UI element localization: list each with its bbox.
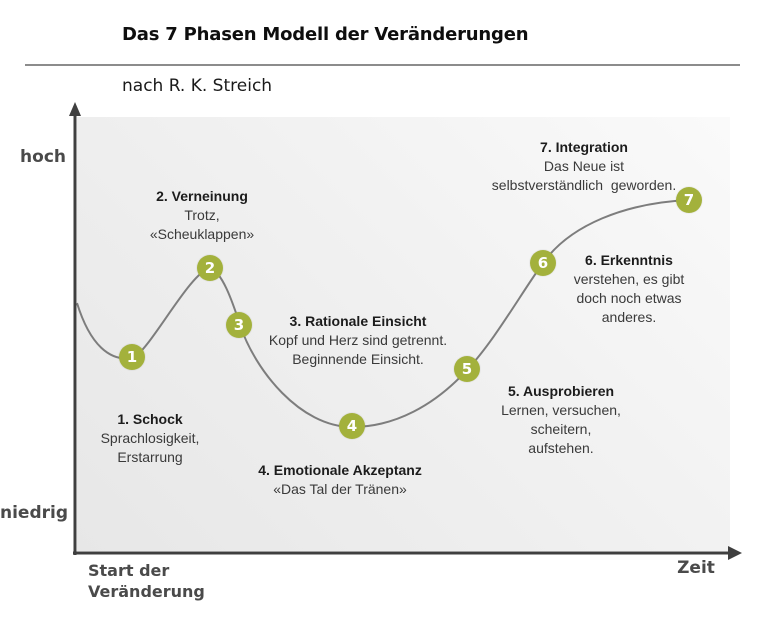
phase-5-title: 5. Ausprobieren: [507, 383, 615, 399]
phase-1-desc-line-2: Erstarrung: [117, 449, 183, 465]
x-axis-label-start: Start der Veränderung: [88, 560, 205, 602]
phase-1-marker: 1: [119, 344, 145, 370]
page-title: Das 7 Phasen Modell der Veränderungen: [122, 24, 529, 45]
phase-7-desc-line-2: selbstverständlich geworden.: [491, 177, 677, 193]
phase-1-desc-line-1: Sprachlosigkeit,: [100, 430, 200, 446]
phase-4-label: 4. Emotionale Akzeptanz «Das Tal der Trän…: [230, 461, 450, 499]
subtitle: nach R. K. Streich: [122, 76, 273, 96]
y-axis-label-high: hoch: [20, 147, 66, 167]
phase-7-title: 7. Integration: [540, 139, 628, 155]
phase-1-title: 1. Schock: [117, 411, 183, 427]
x-axis-label-start-line1: Start der: [88, 561, 170, 580]
phase-4-title: 4. Emotionale Akzeptanz: [258, 462, 422, 478]
phase-4-desc-line-1: «Das Tal der Tränen»: [273, 481, 407, 497]
phase-6-marker: 6: [530, 250, 556, 276]
x-axis-label-start-line2: Veränderung: [88, 582, 205, 601]
phase-3-desc-line-2: Beginnende Einsicht.: [292, 351, 424, 367]
plot-background: [77, 117, 730, 551]
phase-6-desc-line-1: verstehen, es gibt: [573, 271, 685, 287]
x-axis-label-time: Zeit: [677, 558, 715, 578]
phase-5-desc-line-3: aufstehen.: [528, 440, 594, 456]
phase-5-desc-line-2: scheitern,: [530, 421, 592, 437]
phase-4-marker: 4: [339, 413, 365, 439]
phase-5-marker: 5: [454, 356, 480, 382]
phase-2-desc-line-2: «Scheuklappen»: [149, 226, 255, 242]
phase-2-title: 2. Verneinung: [156, 188, 248, 204]
phase-3-title: 3. Rationale Einsicht: [289, 313, 427, 329]
title-divider: [25, 64, 740, 66]
y-axis-label-low: niedrig: [0, 503, 69, 523]
phase-7-desc-line-1: Das Neue ist: [543, 158, 625, 174]
phase-6-title: 6. Erkenntnis: [585, 252, 673, 268]
phase-6-desc-line-3: anderes.: [601, 309, 657, 325]
phase-6-desc-line-2: doch noch etwas: [576, 290, 682, 306]
phase-3-desc-line-1: Kopf und Herz sind getrennt.: [268, 332, 448, 348]
phase-7-marker: 7: [676, 187, 702, 213]
y-axis-arrow-icon: [69, 102, 81, 116]
phase-3-marker: 3: [226, 312, 252, 338]
phase-6-label: 6. Erkenntnis verstehen, es gibt doch noch…: [549, 251, 709, 327]
phase-2-desc-line-1: Trotz,: [184, 207, 220, 223]
phase-5-desc-line-1: Lernen, versuchen,: [501, 402, 621, 418]
phase-2-marker: 2: [197, 255, 223, 281]
x-axis-arrow-icon: [728, 546, 742, 560]
